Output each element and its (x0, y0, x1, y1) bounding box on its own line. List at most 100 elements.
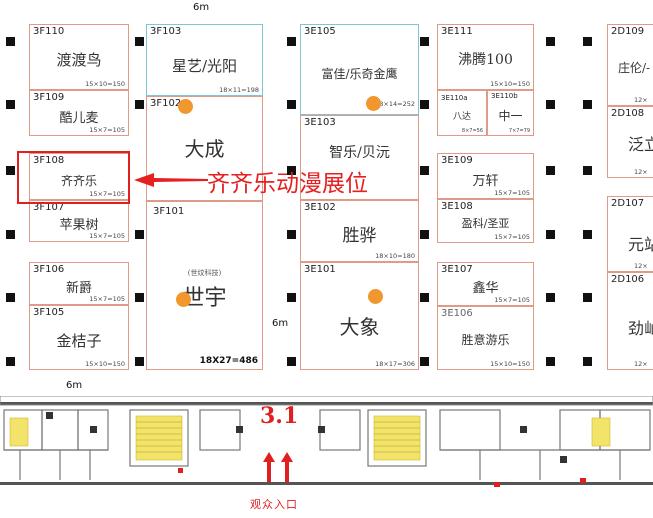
booth-3e107[interactable]: 3E107 鑫华 15×7=105 (437, 262, 534, 306)
booth-id: 2D109 (611, 26, 645, 37)
booth-size: 15×10=150 (85, 80, 125, 88)
booth-id: 2D108 (611, 108, 645, 119)
booth-id: 3F106 (33, 264, 65, 275)
booth-3e111[interactable]: 3E111 沸腾100 15×10=150 (437, 24, 534, 90)
booth-name: 智乐/贝沅 (329, 145, 390, 161)
booth-3f109[interactable]: 3F109 酷儿麦 15×7=105 (29, 90, 129, 136)
booth-size: 15×7=105 (494, 189, 530, 197)
entrance-arrows-icon (263, 452, 293, 482)
booth-id: 3F105 (33, 307, 65, 318)
pillar (546, 100, 555, 109)
booth-3e108[interactable]: 3E108 盈科/圣亚 15×7=105 (437, 199, 534, 243)
booth-id: 3E102 (304, 202, 336, 213)
booth-2d106[interactable]: 2D106 劲屾 12× (607, 272, 653, 370)
booth-name: 鑫华 (472, 281, 499, 296)
booth-size: 15×7=105 (494, 233, 530, 241)
booth-id: 3E109 (441, 155, 473, 166)
booth-3f108[interactable]: 3F108 齐齐乐 15×7=105 (29, 153, 129, 200)
booth-marker-dot (176, 292, 191, 307)
pillar (135, 100, 144, 109)
booth-size: 12× (634, 360, 648, 368)
booth-3e110b[interactable]: 3E110b 中一 7×7=79 (487, 90, 534, 136)
pillar (546, 357, 555, 366)
booth-name: 齐齐乐 (60, 174, 97, 188)
booth-marker-dot (368, 289, 383, 304)
booth-3f107[interactable]: 3F107 苹果树 15×7=105 (29, 200, 129, 242)
booth-id: 3F107 (33, 202, 65, 213)
pillar (583, 357, 592, 366)
booth-2d109[interactable]: 2D109 庄伦/- 12× (607, 24, 653, 106)
booth-name: 盈科/圣亚 (461, 217, 510, 230)
pillar (546, 230, 555, 239)
booth-3f103[interactable]: 3F103 星艺/光阳 18×11=198 (146, 24, 263, 96)
booth-name: 富佳/乐奇金鹰 (321, 67, 398, 81)
booth-id: 3E106 (441, 308, 473, 319)
booth-3e110a[interactable]: 3E110a 八达 8×7=56 (437, 90, 487, 136)
booth-id: 2D106 (611, 274, 645, 285)
booth-3e102[interactable]: 3E102 胜骅 18×10=180 (300, 200, 419, 262)
booth-3e109[interactable]: 3E109 万轩 15×7=105 (437, 153, 534, 199)
pillar (6, 37, 15, 46)
booth-size: 15×7=105 (89, 126, 125, 134)
booth-id: 3E107 (441, 264, 473, 275)
callout-label: 齐齐乐动漫展位 (207, 171, 368, 197)
booth-3f105[interactable]: 3F105 金桔子 15×10=150 (29, 305, 129, 370)
booth-name: 世宇 (182, 286, 227, 311)
pillar (420, 166, 429, 175)
booth-name: 中一 (498, 109, 523, 123)
booth-name: 泛立 (628, 135, 653, 154)
booth-3f110[interactable]: 3F110 渡渡鸟 15×10=150 (29, 24, 129, 90)
booth-3f102[interactable]: 3F102 大成 (146, 96, 263, 201)
booth-marker-dot (178, 99, 193, 114)
booth-3e105[interactable]: 3E105 富佳/乐奇金鹰 18×14=252 (300, 24, 419, 115)
pillar (583, 293, 592, 302)
highlight-frame (17, 151, 130, 204)
pillar (287, 100, 296, 109)
booth-name: 新爵 (65, 281, 92, 296)
booth-subname: (世纹科技) (187, 269, 222, 277)
booth-2d108[interactable]: 2D108 泛立 12× (607, 106, 653, 178)
pillar (135, 37, 144, 46)
pillar (583, 230, 592, 239)
building-floorplan-strip (0, 396, 653, 487)
pillar (6, 166, 15, 175)
booth-3e103[interactable]: 3E103 智乐/贝沅 (300, 115, 419, 200)
pillar (135, 230, 144, 239)
booth-size: 18×14=252 (375, 100, 415, 108)
booth-name: 劲屾 (628, 319, 653, 338)
pillar (287, 293, 296, 302)
booth-id: 3F110 (33, 26, 65, 37)
pillar (6, 230, 15, 239)
booth-name: 酷儿麦 (59, 111, 99, 126)
booth-size: 15×10=150 (85, 360, 125, 368)
pillar (583, 37, 592, 46)
booth-3e106[interactable]: 3E106 胜意游乐 15×10=150 (437, 306, 534, 370)
booth-name: 万轩 (472, 174, 499, 189)
booth-size: 15×7=105 (494, 296, 530, 304)
booth-size: 7×7=79 (508, 128, 530, 134)
callout-arrow-icon (134, 173, 208, 187)
pillar (420, 100, 429, 109)
hall-number-label: 3.1 (260, 403, 299, 429)
booth-id: 3E111 (441, 26, 473, 37)
pillar (6, 293, 15, 302)
pillar (135, 293, 144, 302)
booth-size: 15×10=150 (490, 360, 530, 368)
booth-3e101[interactable]: 3E101 大象 18×17=306 (300, 262, 419, 370)
booth-name: 苹果树 (59, 218, 99, 233)
booth-size: 15×10=150 (490, 80, 530, 88)
booth-id: 3E103 (304, 117, 336, 128)
pillar (420, 293, 429, 302)
booth-3f106[interactable]: 3F106 新爵 15×7=105 (29, 262, 129, 305)
booth-name: 金桔子 (56, 332, 102, 350)
booth-3f101[interactable]: 3F101 (世纹科技) 世宇 18X27=486 (146, 201, 263, 370)
booth-id: 3E108 (441, 201, 473, 212)
booth-id: 3F102 (150, 98, 182, 109)
booth-size: 12× (634, 262, 648, 270)
booth-size: 15×7=105 (89, 232, 125, 240)
pillar (546, 166, 555, 175)
booth-name: 庄伦/- (618, 61, 651, 75)
aisle-dimension-label: 6m (272, 318, 289, 329)
booth-2d107[interactable]: 2D107 元站 12× (607, 196, 653, 272)
booth-size: 8×7=56 (461, 128, 483, 134)
